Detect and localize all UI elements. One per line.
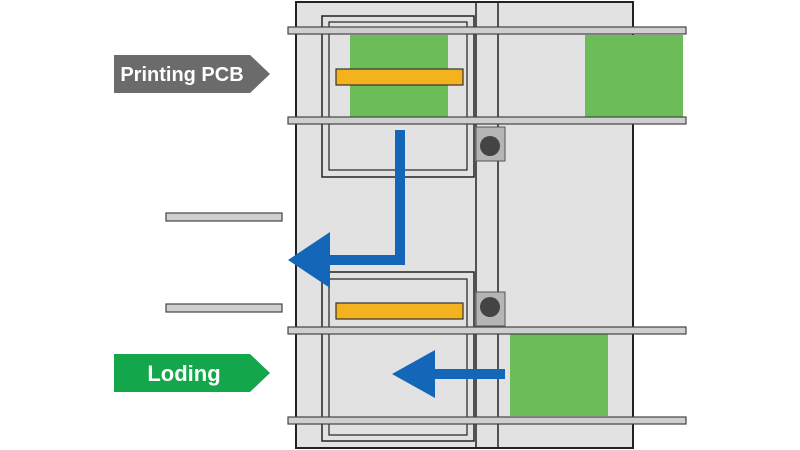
unload-arrow <box>288 130 405 288</box>
label-loading-text: Loding <box>147 361 220 386</box>
roller-upper-icon <box>480 136 500 156</box>
conveyor-rail-4 <box>287 416 687 425</box>
pcb-output <box>585 35 683 117</box>
squeegee-lower <box>335 302 464 320</box>
lower-table-outer <box>321 271 475 442</box>
roller-lower-icon <box>480 297 500 317</box>
label-printing: Printing PCB <box>114 55 270 93</box>
squeegee-upper <box>335 68 464 86</box>
lower-table-inner <box>328 278 468 436</box>
side-rail-upper <box>165 212 283 222</box>
label-printing-text: Printing PCB <box>120 64 243 86</box>
pcb-loading <box>510 334 608 416</box>
label-printing-arrow-shape <box>114 55 270 93</box>
side-rail-lower <box>165 303 283 313</box>
label-loading-arrow-shape <box>114 354 270 392</box>
conveyor-rail-2 <box>287 116 687 125</box>
label-loading: Loding <box>114 354 270 392</box>
conveyor-rail-3 <box>287 326 687 335</box>
load-arrow <box>392 350 505 398</box>
conveyor-rail-1 <box>287 26 687 35</box>
